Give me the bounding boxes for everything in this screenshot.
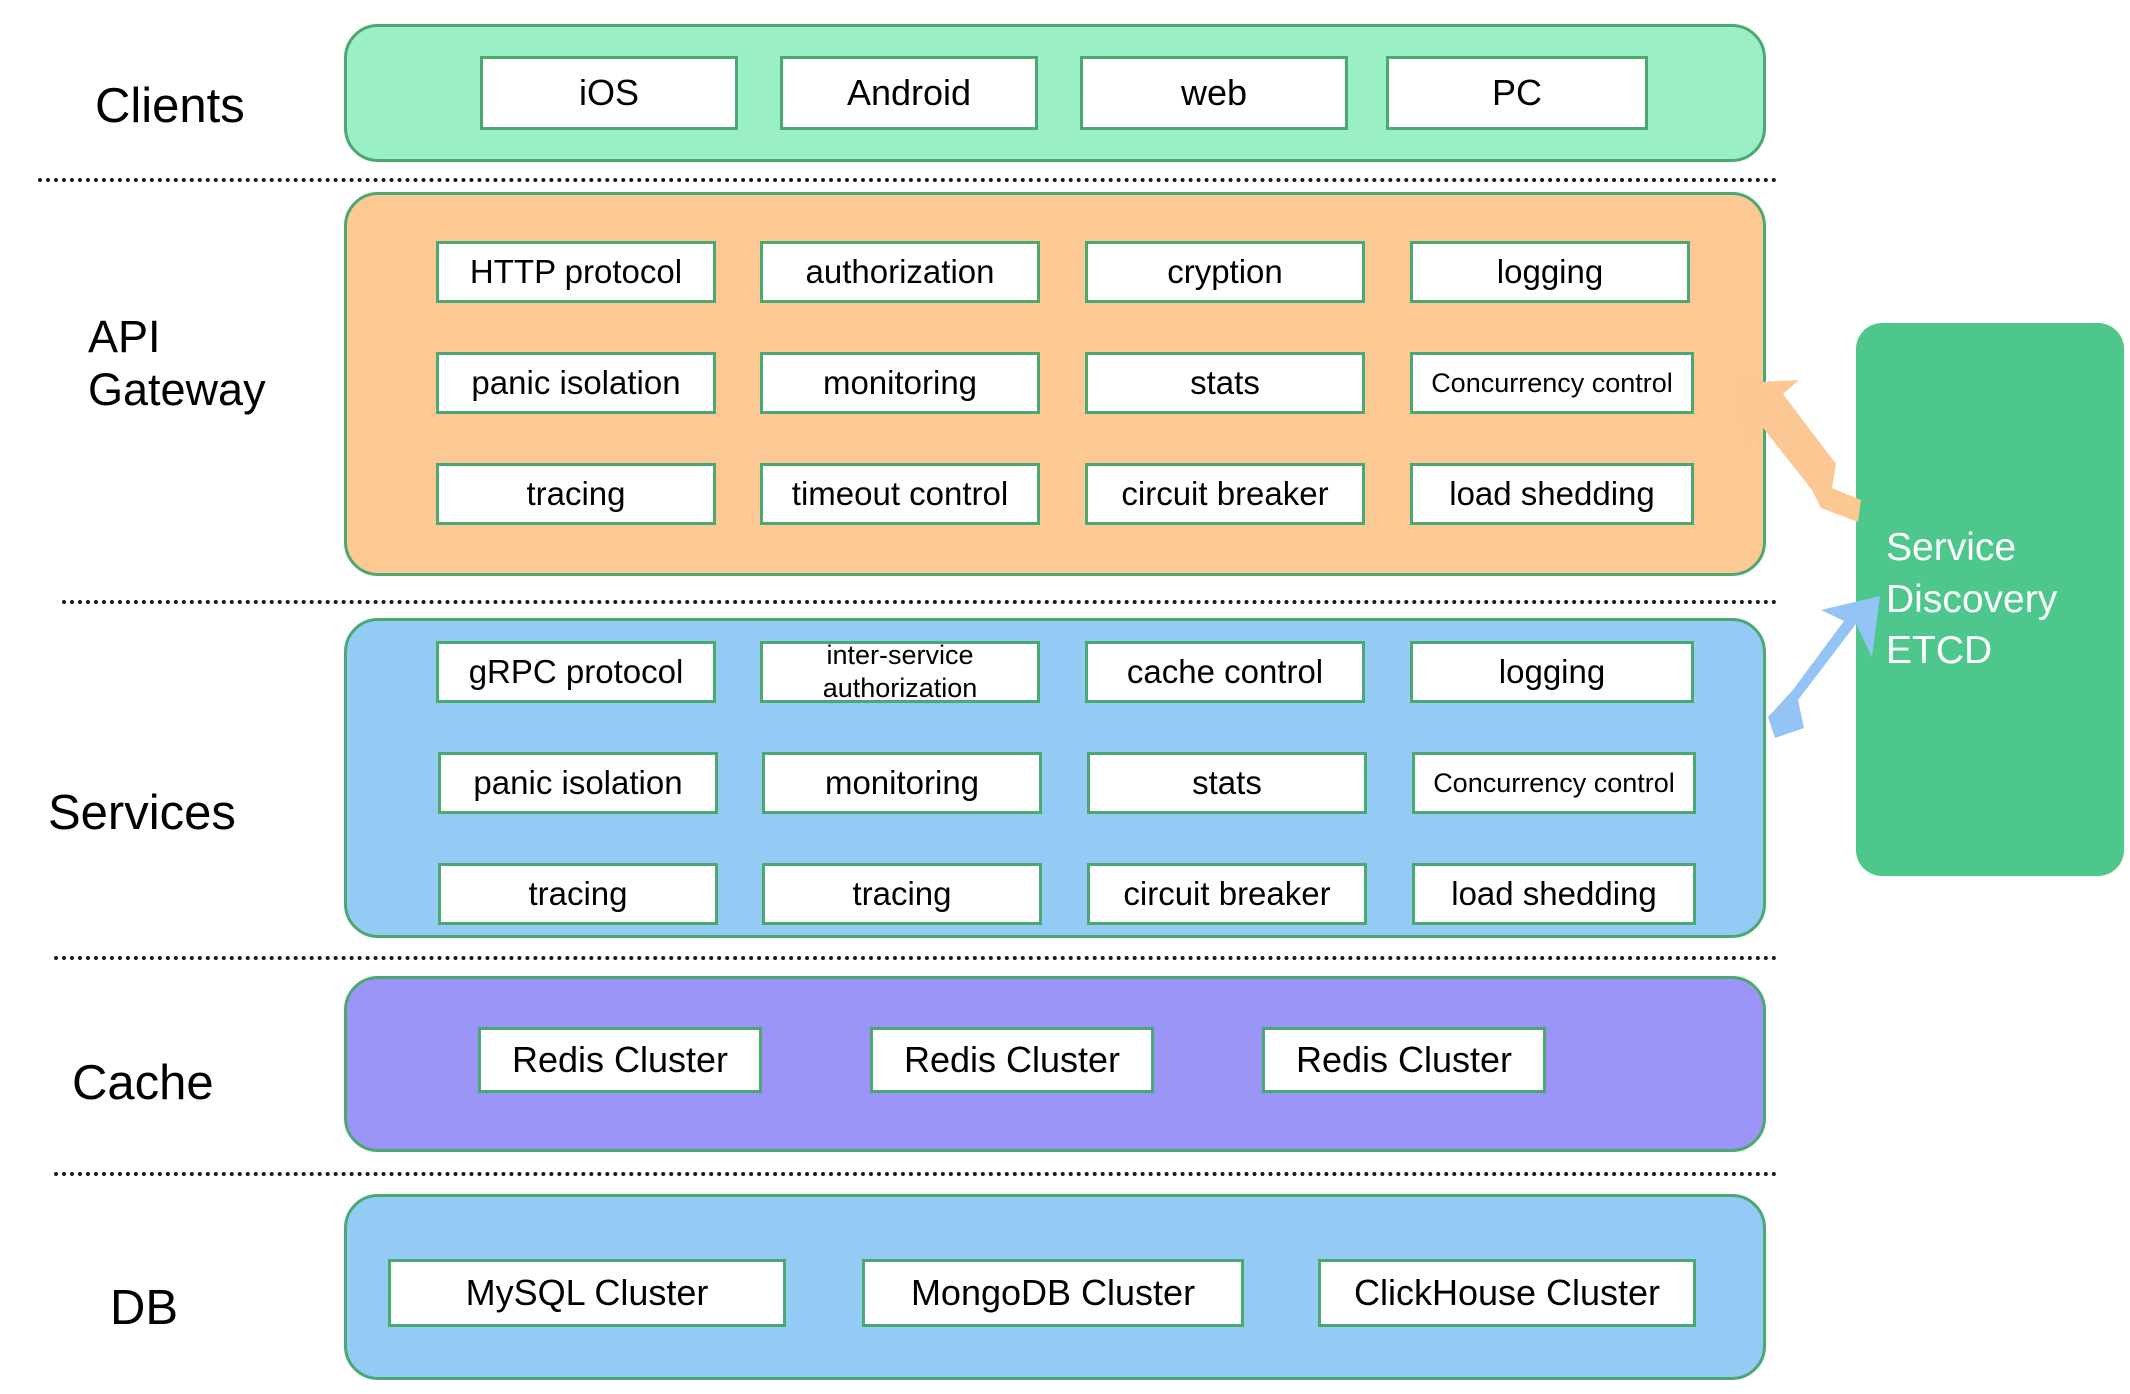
clients-item-web[interactable]: web bbox=[1080, 56, 1348, 130]
clients-item-android[interactable]: Android bbox=[780, 56, 1038, 130]
row-label-cache: Cache bbox=[72, 1056, 214, 1110]
services-item-grpc-protocol[interactable]: gRPC protocol bbox=[436, 641, 716, 703]
db-item-mysql-cluster[interactable]: MySQL Cluster bbox=[388, 1259, 786, 1327]
row-label-clients: Clients bbox=[95, 79, 245, 133]
services-item-tracing-1[interactable]: tracing bbox=[438, 863, 718, 925]
services-item-cache-control[interactable]: cache control bbox=[1085, 641, 1365, 703]
gateway-item-stats[interactable]: stats bbox=[1085, 352, 1365, 414]
clients-item-ios[interactable]: iOS bbox=[480, 56, 738, 130]
clients-item-pc[interactable]: PC bbox=[1386, 56, 1648, 130]
gateway-item-cryption[interactable]: cryption bbox=[1085, 241, 1365, 303]
gateway-item-timeout-control[interactable]: timeout control bbox=[760, 463, 1040, 525]
services-item-inter-service-authorization[interactable]: inter-service authorization bbox=[760, 640, 1040, 703]
cache-item-redis-cluster-3[interactable]: Redis Cluster bbox=[1262, 1027, 1546, 1093]
gateway-item-monitoring[interactable]: monitoring bbox=[760, 352, 1040, 414]
services-item-load-shedding[interactable]: load shedding bbox=[1412, 863, 1696, 925]
gateway-item-logging[interactable]: logging bbox=[1410, 241, 1690, 303]
row-label-db: DB bbox=[110, 1281, 179, 1335]
services-item-tracing-2[interactable]: tracing bbox=[762, 863, 1042, 925]
service-discovery-etcd-panel[interactable]: Service Discovery ETCD bbox=[1856, 323, 2124, 876]
divider-gateway-services bbox=[62, 600, 1778, 604]
gateway-item-authorization[interactable]: authorization bbox=[760, 241, 1040, 303]
services-item-logging[interactable]: logging bbox=[1410, 641, 1694, 703]
row-label-api-gateway: API Gateway bbox=[88, 311, 266, 416]
gateway-item-concurrency-control[interactable]: Concurrency control bbox=[1410, 352, 1694, 414]
cache-item-redis-cluster-1[interactable]: Redis Cluster bbox=[478, 1027, 762, 1093]
services-item-monitoring[interactable]: monitoring bbox=[762, 752, 1042, 814]
gateway-item-circuit-breaker[interactable]: circuit breaker bbox=[1085, 463, 1365, 525]
gateway-item-tracing[interactable]: tracing bbox=[436, 463, 716, 525]
divider-clients-gateway bbox=[38, 178, 1778, 182]
cache-item-redis-cluster-2[interactable]: Redis Cluster bbox=[870, 1027, 1154, 1093]
services-item-concurrency-control[interactable]: Concurrency control bbox=[1412, 752, 1696, 814]
row-label-services: Services bbox=[48, 786, 236, 840]
services-item-stats[interactable]: stats bbox=[1087, 752, 1367, 814]
services-item-circuit-breaker[interactable]: circuit breaker bbox=[1087, 863, 1367, 925]
gateway-item-panic-isolation[interactable]: panic isolation bbox=[436, 352, 716, 414]
divider-cache-db bbox=[54, 1172, 1778, 1176]
gateway-item-http-protocol[interactable]: HTTP protocol bbox=[436, 241, 716, 303]
gateway-item-load-shedding[interactable]: load shedding bbox=[1410, 463, 1694, 525]
db-item-clickhouse-cluster[interactable]: ClickHouse Cluster bbox=[1318, 1259, 1696, 1327]
services-item-panic-isolation[interactable]: panic isolation bbox=[438, 752, 718, 814]
divider-services-cache bbox=[54, 956, 1778, 960]
db-item-mongodb-cluster[interactable]: MongoDB Cluster bbox=[862, 1259, 1244, 1327]
